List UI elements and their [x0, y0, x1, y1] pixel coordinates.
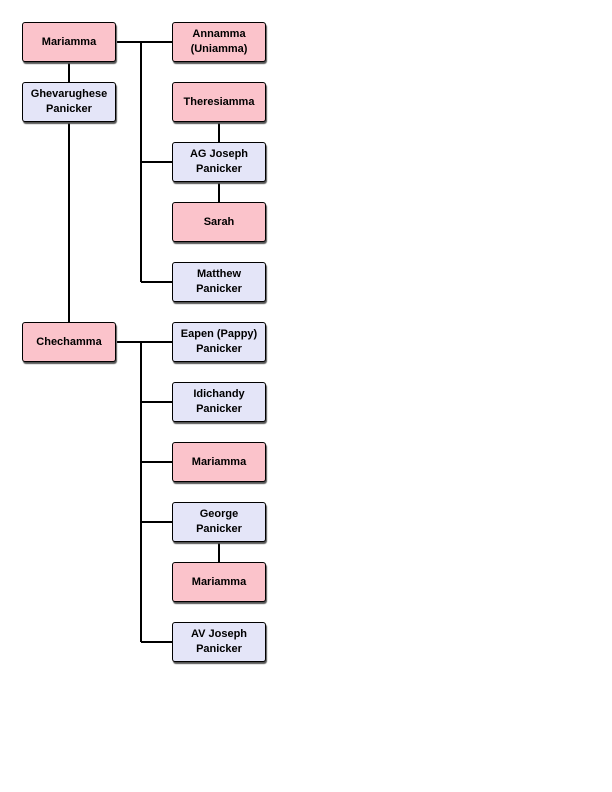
person-eapen-panicker[interactable]: Eapen (Pappy) Panicker — [172, 322, 266, 362]
person-mariamma-root[interactable]: Mariamma — [22, 22, 116, 62]
person-ghevarughese-panicker[interactable]: Ghevarughese Panicker — [22, 82, 116, 122]
person-sarah[interactable]: Sarah — [172, 202, 266, 242]
person-theresiamma[interactable]: Theresiamma — [172, 82, 266, 122]
person-mariamma-child[interactable]: Mariamma — [172, 442, 266, 482]
person-mariamma-spouse[interactable]: Mariamma — [172, 562, 266, 602]
person-annamma[interactable]: Annamma (Uniamma) — [172, 22, 266, 62]
person-idichandy-panicker[interactable]: Idichandy Panicker — [172, 382, 266, 422]
person-matthew-panicker[interactable]: Matthew Panicker — [172, 262, 266, 302]
person-chechamma[interactable]: Chechamma — [22, 322, 116, 362]
person-ag-joseph-panicker[interactable]: AG Joseph Panicker — [172, 142, 266, 182]
person-george-panicker[interactable]: George Panicker — [172, 502, 266, 542]
person-av-joseph-panicker[interactable]: AV Joseph Panicker — [172, 622, 266, 662]
